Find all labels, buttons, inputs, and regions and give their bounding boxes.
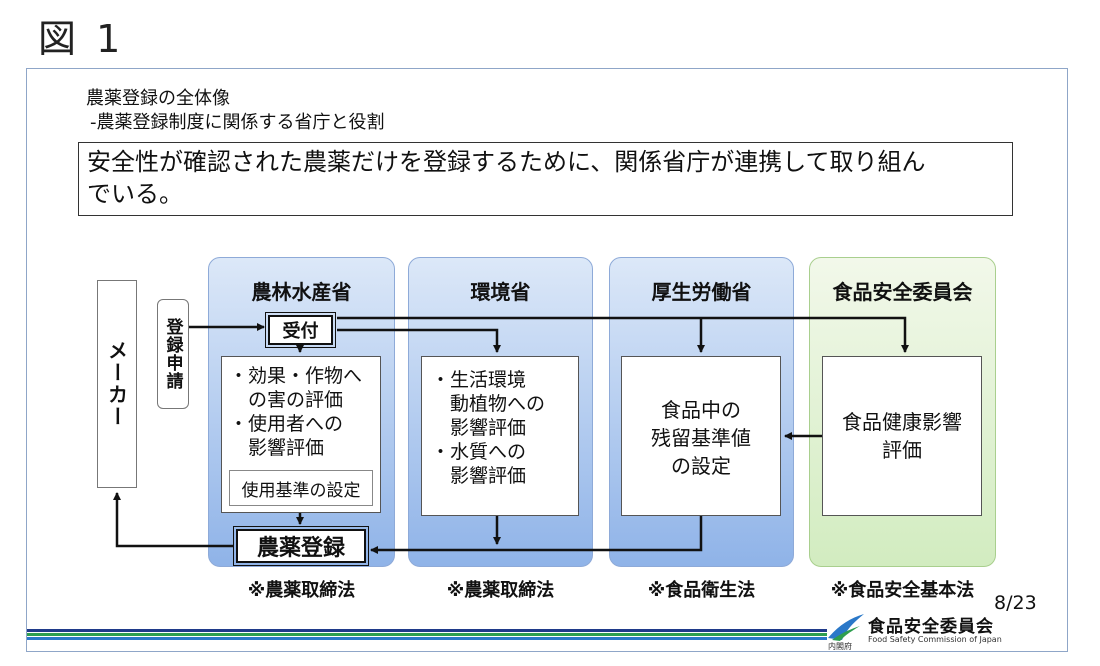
law-maff: ※農薬取締法	[247, 580, 356, 601]
maker-label: メーカー	[104, 340, 129, 428]
moe-role-line: 影響評価	[431, 465, 527, 487]
column-title-mhlw: 厚生労働省	[651, 280, 752, 304]
summary-line-1: 安全性が確認された農薬だけを登録するために、関係省庁が連携して取り組ん	[87, 148, 926, 176]
fsc-role-line: 評価	[882, 438, 922, 462]
law-mhlw: ※食品衛生法	[647, 580, 756, 601]
stripe-green	[27, 633, 827, 636]
maff-role-line: ・使用者への	[229, 413, 344, 435]
moe-role-box	[421, 356, 579, 516]
fsc-role-box	[822, 356, 982, 516]
accept-box: 受付	[265, 312, 336, 348]
maker-box: メーカー	[97, 280, 137, 488]
moe-role-line: 影響評価	[431, 417, 527, 439]
page-number: 8/23	[994, 592, 1037, 614]
mhlw-role-line: の設定	[671, 454, 731, 478]
arrow-accept-to-moe	[337, 328, 501, 353]
logo-org: 内閣府	[828, 642, 852, 651]
column-title-maff: 農林水産省	[251, 280, 352, 304]
law-moe: ※農薬取締法	[446, 580, 555, 601]
application-box: 登録申請	[157, 299, 189, 409]
maff-role-line: ・効果・作物へ	[229, 365, 363, 387]
mhlw-role-box	[621, 356, 781, 516]
fsc-roles: 食品健康影響 評価	[822, 408, 982, 464]
law-fsc: ※食品安全基本法	[830, 580, 975, 601]
stripe-blue-dark	[27, 629, 827, 632]
arrow-mhlw-to-registration	[370, 516, 703, 554]
summary-box: 安全性が確認された農薬だけを登録するために、関係省庁が連携して取り組ん でいる。	[78, 142, 1013, 216]
logo-sub: Food Safety Commission of Japan	[868, 635, 1002, 644]
standard-label: 使用基準の設定	[241, 480, 361, 501]
slide-title: 農薬登録の全体像	[86, 88, 230, 109]
maff-role-line: 影響評価	[229, 437, 325, 459]
fsc-logo-icon	[828, 614, 864, 641]
column-title-fsc: 食品安全委員会	[832, 280, 973, 304]
application-label: 登録申請	[162, 318, 183, 390]
mhlw-roles: 食品中の 残留基準値 の設定	[621, 396, 781, 480]
registration-box: 農薬登録	[233, 526, 369, 566]
standard-box: 使用基準の設定	[229, 470, 373, 506]
maff-roles: ・効果・作物へ の害の評価 ・使用者への 影響評価	[229, 364, 379, 460]
registration-label: 農薬登録	[256, 536, 345, 561]
column-title-moe: 環境省	[470, 280, 531, 304]
moe-role-line: ・生活環境	[431, 369, 527, 391]
fsc-role-line: 食品健康影響	[842, 410, 962, 434]
summary-line-2: でいる。	[87, 180, 183, 208]
moe-roles: ・生活環境 動植物への 影響評価 ・水質への 影響評価	[431, 368, 579, 488]
maff-role-line: の害の評価	[229, 389, 344, 411]
arrow-registration-to-maker	[113, 492, 234, 548]
moe-role-line: 動植物への	[431, 393, 546, 415]
arrow-accept-to-fsc	[337, 316, 909, 353]
mhlw-role-line: 食品中の	[661, 398, 741, 422]
accept-label: 受付	[282, 321, 319, 342]
footer-stripes	[27, 629, 827, 640]
slide-subtitle: -農薬登録制度に関係する省庁と役割	[90, 112, 385, 133]
stripe-blue	[27, 637, 827, 640]
mhlw-role-line: 残留基準値	[651, 426, 751, 450]
logo-text: 食品安全委員会	[868, 617, 994, 637]
figure-label: 図 1	[38, 17, 125, 61]
moe-role-line: ・水質への	[431, 441, 527, 463]
